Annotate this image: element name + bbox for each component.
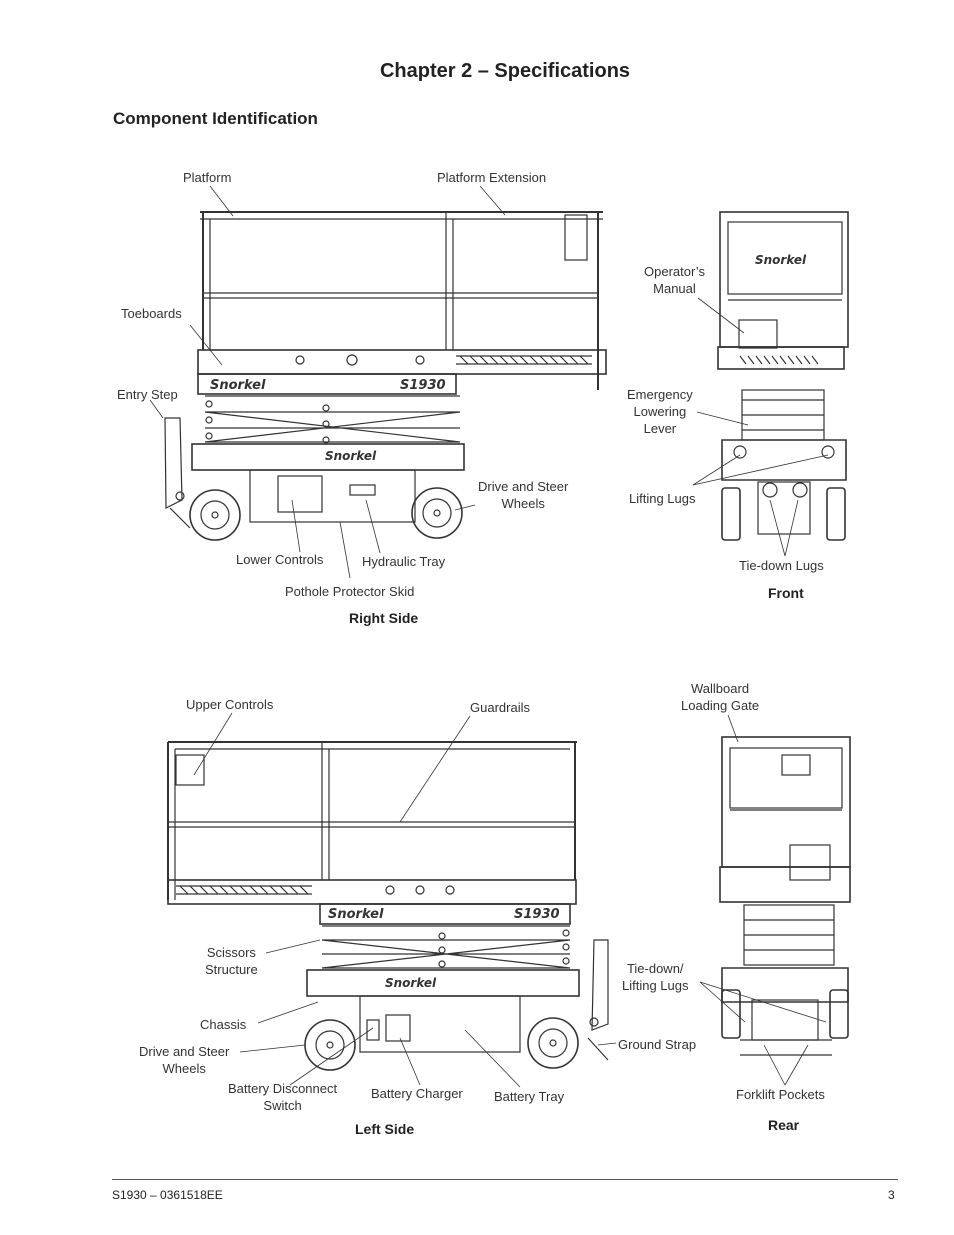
view-caption-front: Front: [768, 585, 804, 601]
label-battery-disconnect-switch: Battery Disconnect Switch: [228, 1081, 338, 1113]
rear-view-drawing: [699, 714, 851, 1086]
label-guardrails: Guardrails: [470, 700, 530, 715]
label-wallboard-loading-gate: Wallboard Loading Gate: [681, 681, 760, 713]
front-view-drawing: Snorkel: [692, 211, 849, 557]
label-drive-steer-wheels-right: Drive and Steer Wheels: [478, 479, 569, 511]
label-chassis: Chassis: [200, 1017, 247, 1032]
label-lifting-lugs: Lifting Lugs: [629, 491, 696, 506]
model-badge-right: S1930: [400, 378, 446, 393]
label-operators-manual: Operator’s Manual: [644, 264, 705, 296]
snorkel-logo-left-lower: Snorkel: [385, 976, 437, 990]
snorkel-logo-front: Snorkel: [755, 253, 807, 267]
label-emergency-lowering-lever: Emergency Lowering Lever: [627, 387, 693, 436]
footer-rule: [112, 1179, 898, 1180]
left-side-view-drawing: Snorkel S1930 Snorkel: [167, 712, 617, 1088]
label-platform-extension: Platform Extension: [437, 170, 547, 185]
snorkel-logo-left-upper: Snorkel: [328, 907, 384, 922]
label-drive-steer-wheels-left: Drive and Steer Wheels: [139, 1044, 230, 1076]
label-battery-tray: Battery Tray: [494, 1089, 565, 1104]
model-badge-left: S1930: [514, 907, 560, 922]
label-ground-strap: Ground Strap: [618, 1037, 697, 1052]
footer-doc-id: S1930 – 0361518EE: [112, 1188, 223, 1202]
label-upper-controls: Upper Controls: [186, 697, 274, 712]
footer-page-number: 3: [888, 1188, 895, 1202]
chapter-title: Chapter 2 – Specifications: [379, 60, 631, 82]
view-caption-left-side: Left Side: [355, 1121, 415, 1137]
label-entry-step: Entry Step: [117, 387, 178, 402]
snorkel-logo-right-upper: Snorkel: [210, 378, 266, 393]
label-platform: Platform: [183, 170, 232, 185]
label-tie-down-lugs: Tie-down Lugs: [739, 558, 824, 573]
label-pothole-protector-skid: Pothole Protector Skid: [285, 584, 415, 599]
view-caption-rear: Rear: [768, 1117, 800, 1133]
label-hydraulic-tray: Hydraulic Tray: [362, 554, 446, 569]
view-caption-right-side: Right Side: [349, 610, 419, 626]
label-toeboards: Toeboards: [121, 306, 182, 321]
snorkel-logo-right-lower: Snorkel: [325, 449, 377, 463]
label-battery-charger: Battery Charger: [371, 1086, 463, 1101]
label-forklift-pockets: Forklift Pockets: [736, 1087, 825, 1102]
right-side-view-drawing: Snorkel S1930 Snorkel: [149, 185, 607, 579]
label-tie-down-lifting-lugs: Tie-down/ Lifting Lugs: [622, 961, 689, 993]
label-scissors-structure: Scissors Structure: [205, 945, 258, 977]
label-lower-controls: Lower Controls: [236, 552, 324, 567]
section-heading: Component Identification: [113, 109, 318, 128]
